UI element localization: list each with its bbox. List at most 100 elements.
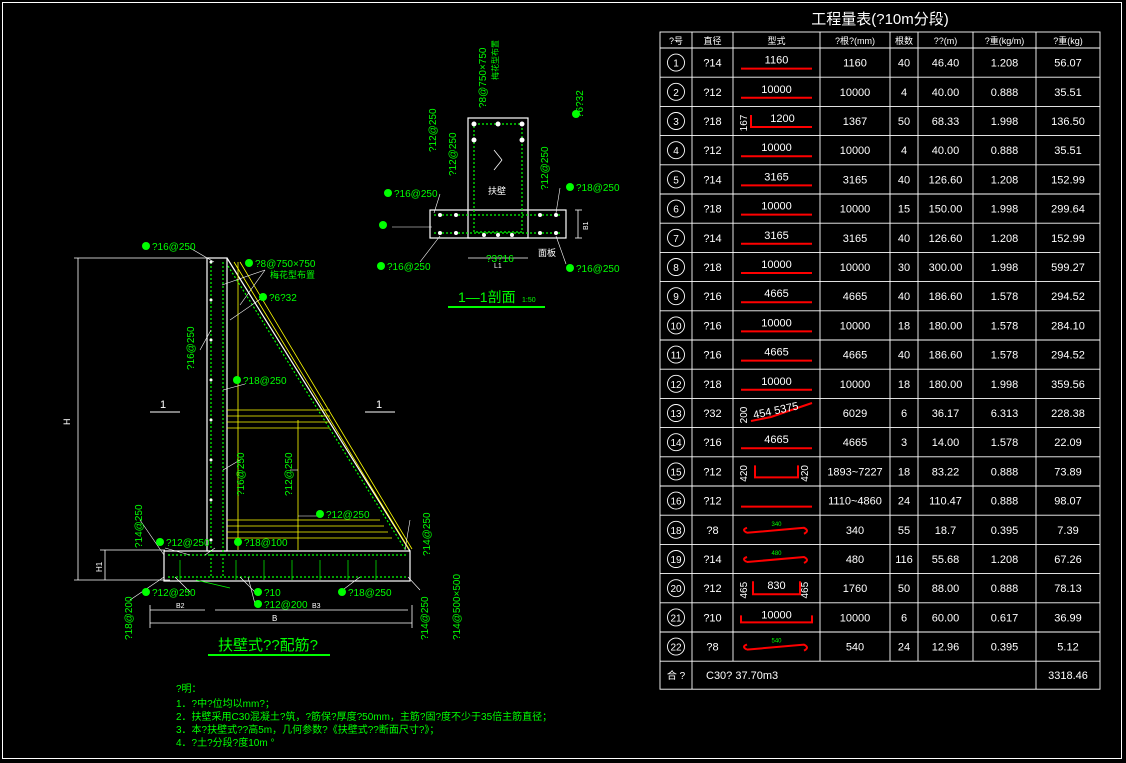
row-number: 8 (673, 263, 679, 274)
rebar-shape (752, 581, 801, 596)
rebar-shape (743, 526, 808, 535)
shape-vertical-label: 420 (739, 465, 750, 482)
shape-label: 1200 (770, 113, 794, 125)
note-line-1: 1．?中?位均以mm?； (176, 697, 275, 710)
cell-len: 4665 (843, 437, 867, 449)
label-right-bar: ?14@250 (422, 512, 433, 556)
section-label-bottom-left: ?16@250 (387, 262, 431, 273)
cell-count: 6 (901, 408, 907, 420)
cell-dia: ?10 (703, 612, 721, 624)
dim-H1-label: H1 (95, 561, 104, 572)
cell-total: 110.47 (929, 496, 962, 508)
cell-len: 1893~7227 (827, 466, 882, 478)
cell-count: 40 (898, 350, 910, 362)
label-wall-vert: ?16@250 (186, 326, 197, 370)
row-number-circle (667, 141, 685, 160)
section-label-left3: ?16@250 (394, 189, 438, 200)
row-number-circle (667, 316, 685, 335)
row-number: 9 (673, 292, 679, 303)
row-number: 3 (673, 117, 679, 128)
row-number: 7 (673, 234, 679, 245)
row-number-circle (667, 374, 685, 393)
row-number: 5 (673, 175, 679, 186)
cell-dia: ?14 (703, 233, 721, 245)
shape-label: 1160 (765, 55, 789, 67)
cell-dia: ?14 (703, 174, 721, 186)
cell-weight: 284.10 (1051, 320, 1085, 332)
row-number: 15 (670, 467, 682, 478)
footer-concrete: C30? 37.70m3 (706, 670, 778, 682)
section-slab-label: 面板 (538, 247, 556, 258)
cell-total: 150.00 (929, 204, 963, 216)
cell-weight: 7.39 (1057, 525, 1078, 537)
section-1-1: 扶壁 面板 L1 B1 ?8@750×750 梅花型布置 ?6?32 ?12@2… (377, 40, 620, 308)
row-number-circle (667, 550, 685, 568)
cell-unit: 0.888 (991, 87, 1019, 99)
row-number: 12 (670, 380, 682, 391)
cell-weight: 136.50 (1051, 116, 1085, 128)
shape-label: 454 5375 (752, 400, 799, 421)
cell-count: 18 (898, 320, 910, 332)
cell-len: 10000 (840, 87, 871, 99)
cell-total: 126.60 (929, 174, 963, 186)
shape-label: 4665 (764, 288, 788, 300)
row-number-circle (667, 491, 685, 510)
table-grid (659, 31, 1101, 690)
row-number: 6 (673, 205, 679, 216)
cell-dia: ?16 (703, 437, 721, 449)
elevation-title: 扶壁式??配筋? (218, 637, 318, 654)
label-right-bot: ?14@250 (420, 596, 431, 640)
cell-dia: ?12 (703, 496, 721, 508)
note-line-4: 4．?土?分段?度10m ° (176, 736, 274, 749)
cell-total: 60.00 (932, 612, 960, 624)
row-number-circle (667, 520, 685, 539)
shape-label: 4665 (764, 347, 788, 359)
row-number-circle (667, 404, 685, 422)
cell-len: 10000 (840, 204, 871, 216)
table-header-cell: ?号 (669, 36, 683, 46)
cell-unit: 1.998 (991, 262, 1019, 274)
dim-B-label: B (272, 614, 277, 623)
rebar-shape (754, 465, 799, 479)
row-number: 4 (673, 146, 679, 157)
note-line-2: 2．扶壁采用C30混凝土?筑，?筋保?厚度?50mm，主筋?固?度不少于35倍主… (176, 710, 552, 723)
shape-vertical-label-2: 465 (800, 581, 811, 598)
cell-unit: 1.208 (991, 174, 1019, 186)
cell-len: 1160 (843, 58, 867, 70)
row-number-circle (667, 258, 685, 276)
section-label-stirrup: ?6?32 (575, 90, 586, 118)
shape-label: 10000 (761, 142, 792, 154)
cell-len: 1110~4860 (828, 496, 882, 508)
row-number: 13 (670, 409, 682, 420)
cell-unit: 0.888 (991, 583, 1019, 595)
cell-count: 24 (898, 496, 910, 508)
cell-unit: 0.888 (991, 496, 1019, 508)
table-header-cell: 型式 (767, 35, 785, 46)
cell-unit: 1.578 (991, 320, 1019, 332)
cell-len: 4665 (843, 291, 867, 303)
section-label-left2: ?12@250 (448, 132, 459, 176)
section-label-left1: ?12@250 (428, 108, 439, 152)
cell-total: 300.00 (929, 262, 963, 274)
cell-weight: 35.51 (1054, 145, 1082, 157)
cell-weight: 67.26 (1054, 554, 1082, 566)
label-base-bot: ?12@250 (152, 588, 196, 599)
cell-count: 116 (895, 554, 913, 566)
table-header-cell: ??(m) (934, 36, 958, 46)
label-base-top: ?12@250 (166, 538, 210, 549)
cell-len: 480 (846, 554, 864, 566)
cell-dia: ?12 (703, 145, 721, 157)
cell-total: 83.22 (932, 466, 960, 478)
cell-dia: ?16 (703, 350, 721, 362)
cell-count: 4 (901, 87, 907, 99)
cell-len: 540 (846, 642, 864, 654)
cell-total: 12.96 (932, 642, 960, 654)
label-base-bot3: ?12@200 (264, 600, 308, 611)
row-number: 1 (673, 59, 679, 70)
rebar-shape (750, 115, 812, 128)
